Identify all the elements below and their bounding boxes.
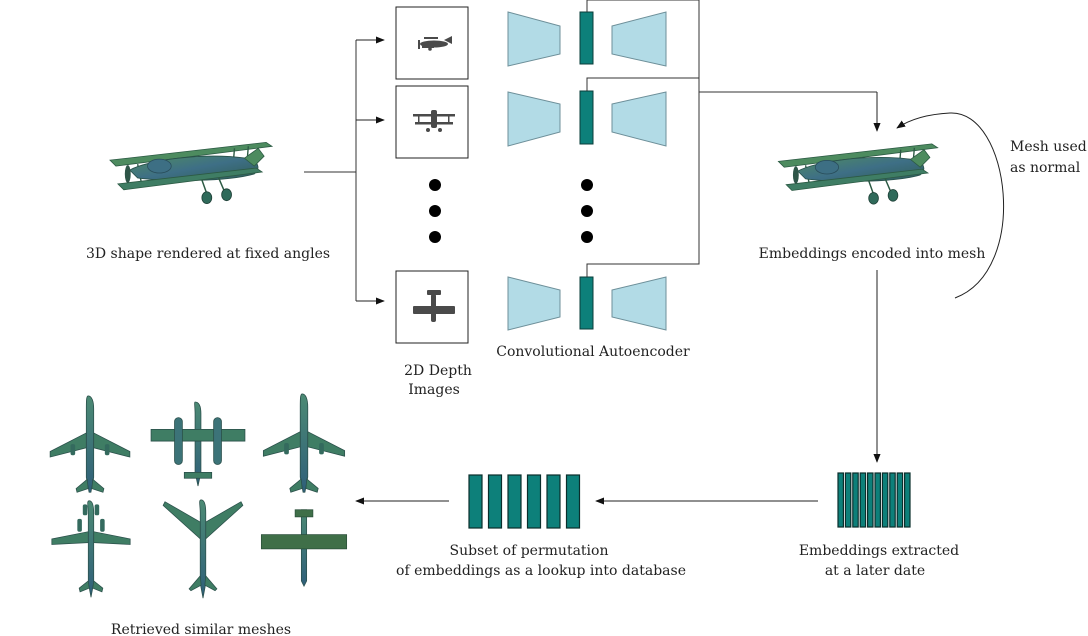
quad-jet-icon xyxy=(51,500,131,598)
label-subset-line2: of embeddings as a lookup into database xyxy=(396,563,686,579)
embedding-block xyxy=(889,472,896,528)
extracted-embeddings xyxy=(837,472,911,528)
label-encoded: Embeddings encoded into mesh xyxy=(759,246,986,262)
depth-ellipsis xyxy=(429,179,441,243)
embedding-block xyxy=(565,474,581,529)
encoded-mesh xyxy=(777,143,939,205)
embedding-block xyxy=(866,472,874,528)
normal-loop-arrow xyxy=(896,112,1005,299)
embedding-block xyxy=(881,472,889,528)
swept-wing-jet-icon xyxy=(162,499,244,599)
label-retrieved: Retrieved similar meshes xyxy=(111,622,291,636)
embedding-block xyxy=(546,474,561,529)
straight-wing-plane-icon xyxy=(260,509,348,587)
subset-embeddings xyxy=(468,474,581,529)
autoencoder-3 xyxy=(507,276,667,331)
biplane-icon xyxy=(109,141,273,205)
bottleneck xyxy=(579,90,594,145)
biplane-side-depth-icon xyxy=(418,36,452,51)
encoder-trapezoid xyxy=(507,276,561,331)
depth-image-3 xyxy=(395,270,469,344)
label-normal-line2: as normal xyxy=(1010,160,1081,176)
embedding-block xyxy=(859,472,867,528)
embedding-block xyxy=(844,472,852,528)
embedding-block xyxy=(507,474,522,529)
autoencoder-2 xyxy=(507,90,667,147)
embedding-connector-lines xyxy=(586,0,881,277)
embedding-block xyxy=(837,472,845,528)
decoder-trapezoid xyxy=(611,91,667,147)
render-branch-arrows xyxy=(304,36,385,305)
source-mesh xyxy=(109,141,273,205)
embedding-block xyxy=(852,472,859,528)
embedding-block xyxy=(526,474,542,529)
bottleneck xyxy=(579,11,594,65)
decoder-trapezoid xyxy=(611,276,667,331)
jet-airliner-icon xyxy=(49,395,131,493)
label-extracted-line2: at a later date xyxy=(825,563,925,579)
embedding-block xyxy=(487,474,503,529)
twin-prop-plane-icon xyxy=(150,401,246,487)
decoder-trapezoid xyxy=(611,11,667,67)
label-depth-line2: Images xyxy=(408,382,460,398)
bottleneck xyxy=(579,276,594,330)
biplane-icon xyxy=(777,143,939,205)
depth-image-2 xyxy=(395,85,469,159)
encoder-trapezoid xyxy=(507,11,561,67)
label-subset-line1: Subset of permutation xyxy=(450,543,609,559)
jet-airliner-icon xyxy=(262,393,346,493)
autoencoder-ellipsis xyxy=(581,179,593,243)
biplane-top-depth-icon xyxy=(413,290,455,322)
depth-image-1 xyxy=(395,6,469,80)
autoencoder-1 xyxy=(507,11,667,67)
biplane-front-depth-icon xyxy=(413,110,455,132)
label-extracted-line1: Embeddings extracted xyxy=(799,543,959,559)
label-autoencoder: Convolutional Autoencoder xyxy=(496,344,690,360)
encoder-trapezoid xyxy=(507,91,561,147)
embedding-block xyxy=(468,474,483,529)
embedding-block xyxy=(896,472,904,528)
embedding-block xyxy=(874,472,882,528)
label-rendered: 3D shape rendered at fixed angles xyxy=(86,246,330,262)
retrieved-meshes xyxy=(49,393,348,599)
label-depth-line1: 2D Depth xyxy=(404,363,472,379)
embedding-block xyxy=(903,472,911,528)
label-normal-line1: Mesh used xyxy=(1010,139,1087,155)
